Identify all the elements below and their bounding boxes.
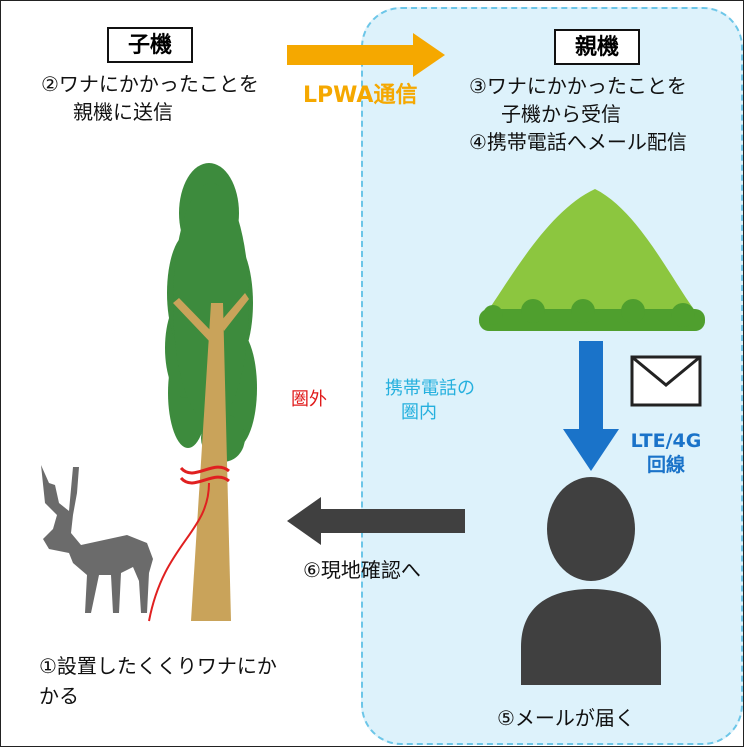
- deer-silhouette: [41, 465, 153, 613]
- child-step2-line1: ②ワナにかかったことを: [41, 72, 259, 96]
- step1-line1: ①設置したくくりワナにか: [39, 654, 277, 678]
- in-range-line2: 圏内: [401, 402, 437, 423]
- step6-label: ⑥現地確認へ: [303, 558, 421, 582]
- parent-step3-line2: 子機から受信: [501, 102, 621, 126]
- envelope-icon: [630, 355, 702, 407]
- child-unit-title: 子機: [107, 27, 193, 63]
- site-check-arrow: [287, 497, 465, 545]
- lte-down-arrow: [563, 341, 619, 471]
- lte-label-line2: 回線: [646, 454, 685, 476]
- step1-line2: かる: [39, 684, 79, 708]
- out-of-range-label: 圏外: [291, 389, 327, 410]
- parent-unit-title: 親機: [554, 29, 640, 65]
- person-icon: [521, 477, 661, 685]
- lte-label-line1: LTE/4G: [630, 430, 702, 452]
- in-range-line1: 携帯電話の: [385, 378, 475, 399]
- mountain-illustration: [479, 189, 705, 331]
- lpwa-arrow: [287, 33, 445, 77]
- child-step2-line2: 親機に送信: [73, 100, 173, 124]
- tree-illustration: [148, 163, 257, 622]
- parent-step4: ④携帯電話へメール配信: [469, 130, 687, 154]
- step5-label: ⑤メールが届く: [497, 706, 635, 730]
- lpwa-label: LPWA通信: [303, 83, 418, 108]
- parent-step3-line1: ③ワナにかかったことを: [469, 74, 687, 98]
